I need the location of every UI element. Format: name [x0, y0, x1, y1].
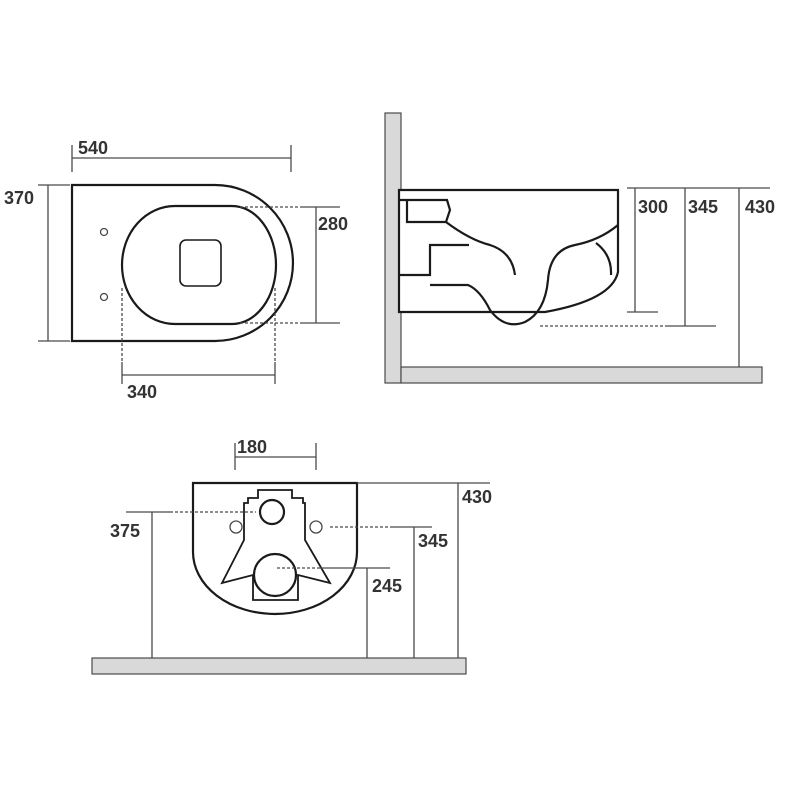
fixing-hole	[309, 520, 323, 534]
dim-label-375: 375	[110, 521, 140, 541]
dim-label-rear-430: 430	[462, 487, 492, 507]
dim-label-245: 245	[372, 576, 402, 596]
fixing-hole	[229, 520, 243, 534]
fixing-hole	[99, 227, 109, 237]
side-view: 300 345 430	[384, 112, 775, 384]
water-inlet	[258, 498, 286, 526]
dim-label-rear-345: 345	[418, 531, 448, 551]
flush-button-outline	[179, 239, 222, 287]
dim-label-width: 540	[78, 138, 108, 158]
dim-label-depth: 370	[4, 188, 34, 208]
top-view: 540 370 280 340	[4, 138, 348, 402]
waste-outlet	[252, 552, 298, 598]
dim-label-345: 345	[688, 197, 718, 217]
rear-view: 180 430 375 345 245	[91, 437, 492, 675]
dim-label-seat-width: 340	[127, 382, 157, 402]
floor	[400, 366, 763, 384]
dim-label-180: 180	[237, 437, 267, 457]
bowl-side-outline	[397, 188, 620, 314]
rear-mounting-plate	[220, 489, 332, 601]
dim-label-seat-depth: 280	[318, 214, 348, 234]
floor	[91, 657, 467, 675]
dim-label-300: 300	[638, 197, 668, 217]
fixing-hole	[99, 292, 109, 302]
dim-label-430: 430	[745, 197, 775, 217]
